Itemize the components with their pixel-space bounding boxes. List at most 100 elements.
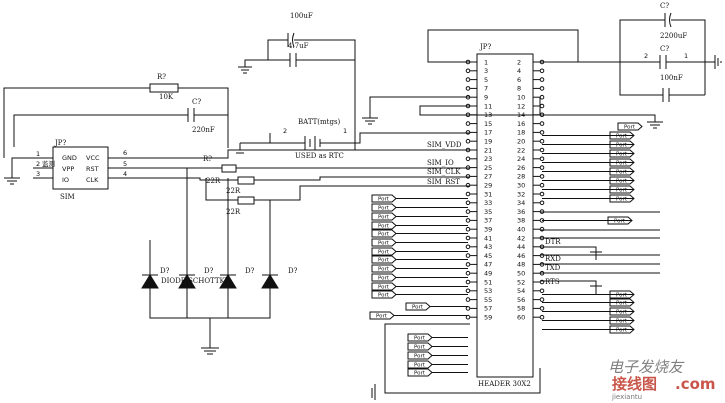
port-label-text: Port bbox=[378, 276, 390, 282]
diode-1-ref: D? bbox=[160, 267, 170, 275]
port-label bbox=[372, 204, 396, 211]
sim-pin-3: 3 bbox=[36, 170, 40, 178]
header-pin-number: 34 bbox=[517, 199, 525, 207]
r-22r-a-value: 22R bbox=[206, 177, 221, 185]
sim-pin-4: 4 bbox=[123, 170, 127, 178]
capacitor-4-7uf: 4.7uF bbox=[288, 42, 309, 67]
port-label-text: Port bbox=[624, 125, 636, 131]
c-100nf-pin-1: 1 bbox=[684, 52, 688, 60]
header-pin-dot bbox=[466, 166, 470, 170]
header-pin-number: 38 bbox=[517, 217, 525, 225]
port-label bbox=[372, 222, 396, 229]
header-pin-dot bbox=[466, 271, 470, 275]
port-label-text: Port bbox=[614, 219, 626, 225]
header-pin-number: 18 bbox=[517, 129, 525, 137]
port-label-text: Port bbox=[616, 301, 628, 307]
port-label bbox=[408, 369, 432, 376]
port-label bbox=[372, 248, 396, 255]
header-pin-number: 56 bbox=[517, 296, 525, 304]
header-pin-number: 59 bbox=[484, 314, 492, 322]
header-pin-number: 55 bbox=[484, 296, 492, 304]
c-100nf-ref: C? bbox=[660, 45, 669, 53]
diode-4-ref: D? bbox=[288, 267, 298, 275]
battery-note: USED as RTC bbox=[295, 152, 344, 160]
header-pin-number: 3 bbox=[484, 67, 488, 75]
header-pin-dot bbox=[466, 210, 470, 214]
capacitor-100uf: 100uF bbox=[288, 12, 313, 47]
header-pin-dot bbox=[540, 298, 544, 302]
header-pin-number: 10 bbox=[517, 94, 525, 102]
header-pin-dot bbox=[466, 289, 470, 293]
sim-clk-label: CLK bbox=[86, 176, 99, 184]
header-pin-number: 41 bbox=[484, 234, 492, 242]
header-pin-dot bbox=[540, 307, 544, 311]
ground-symbol bbox=[362, 118, 378, 124]
net-rts: RTS bbox=[545, 278, 560, 286]
port-label-text: Port bbox=[616, 179, 628, 185]
port-label-text: Port bbox=[378, 241, 390, 247]
header-pin-dot bbox=[540, 254, 544, 258]
header-pin-number: 28 bbox=[517, 173, 525, 181]
port-label-text: Port bbox=[376, 314, 388, 320]
header-pin-number: 4 bbox=[517, 67, 521, 75]
sim-pin-6: 6 bbox=[123, 149, 127, 157]
header-pin-number: 1 bbox=[484, 58, 488, 66]
port-label bbox=[406, 303, 430, 310]
capacitor-100nf: C? 100nF 2 1 bbox=[644, 45, 688, 82]
header-pin-number: 19 bbox=[484, 138, 492, 146]
header-pin-dot bbox=[540, 104, 544, 108]
header-30x2: JP? HEADER 30X2 135791113151719212325272… bbox=[466, 43, 544, 388]
header-pin-dot bbox=[466, 131, 470, 135]
port-label-text: Port bbox=[378, 250, 390, 256]
header-pin-number: 50 bbox=[517, 270, 525, 278]
sim-pin-2: 2 bbox=[36, 160, 40, 168]
header-pin-number: 12 bbox=[517, 102, 525, 110]
port-label-text: Port bbox=[616, 197, 628, 203]
port-label-text: Port bbox=[414, 363, 426, 369]
header-pin-dot bbox=[466, 183, 470, 187]
port-label-text: Port bbox=[378, 258, 390, 264]
header-pin-dot bbox=[540, 227, 544, 231]
header-pin-dot bbox=[540, 157, 544, 161]
net-sim-io: SIM_IO bbox=[427, 159, 454, 167]
header-pin-number: 39 bbox=[484, 226, 492, 234]
watermark-cn2: 接线图 bbox=[612, 375, 657, 393]
r-10k-ref: R? bbox=[157, 73, 166, 81]
port-label bbox=[408, 352, 432, 359]
header-pin-number: 49 bbox=[484, 270, 492, 278]
header-pin-dot bbox=[466, 139, 470, 143]
port-label bbox=[370, 312, 394, 319]
diode-2-ref: D? bbox=[204, 267, 214, 275]
c-2200uf-value: 2200uF bbox=[660, 32, 687, 40]
header-pin-dot bbox=[466, 192, 470, 196]
ground-symbol bbox=[715, 55, 721, 69]
header-name: HEADER 30X2 bbox=[478, 380, 531, 388]
header-pin-dot bbox=[540, 183, 544, 187]
header-pin-number: 27 bbox=[484, 173, 492, 181]
header-pin-number: 42 bbox=[517, 234, 525, 242]
net-sim-rst: SIM_RST bbox=[427, 178, 460, 186]
port-label bbox=[372, 291, 396, 298]
header-pin-dot bbox=[540, 289, 544, 293]
port-labels: PortPortPortPortPortPortPortPortPortPort… bbox=[370, 123, 642, 377]
header-pin-number: 43 bbox=[484, 243, 492, 251]
header-pin-dot bbox=[466, 245, 470, 249]
diode-3-ref: D? bbox=[245, 267, 255, 275]
port-label-text: Port bbox=[616, 310, 628, 316]
watermark-com: .com bbox=[675, 375, 716, 393]
header-ref: JP? bbox=[479, 43, 492, 51]
port-label bbox=[372, 239, 396, 246]
header-pin-dot bbox=[540, 148, 544, 152]
port-label-text: Port bbox=[414, 336, 426, 342]
port-label-text: Port bbox=[378, 285, 390, 291]
header-pin-number: 7 bbox=[484, 85, 488, 93]
header-pin-number: 44 bbox=[517, 243, 525, 251]
header-pin-dot bbox=[466, 157, 470, 161]
header-pin-dot bbox=[540, 201, 544, 205]
header-pin-number: 53 bbox=[484, 287, 492, 295]
sim-pin-1: 1 bbox=[36, 150, 40, 158]
header-pin-dot bbox=[466, 298, 470, 302]
header-pin-dot bbox=[540, 192, 544, 196]
header-pin-number: 47 bbox=[484, 261, 492, 269]
